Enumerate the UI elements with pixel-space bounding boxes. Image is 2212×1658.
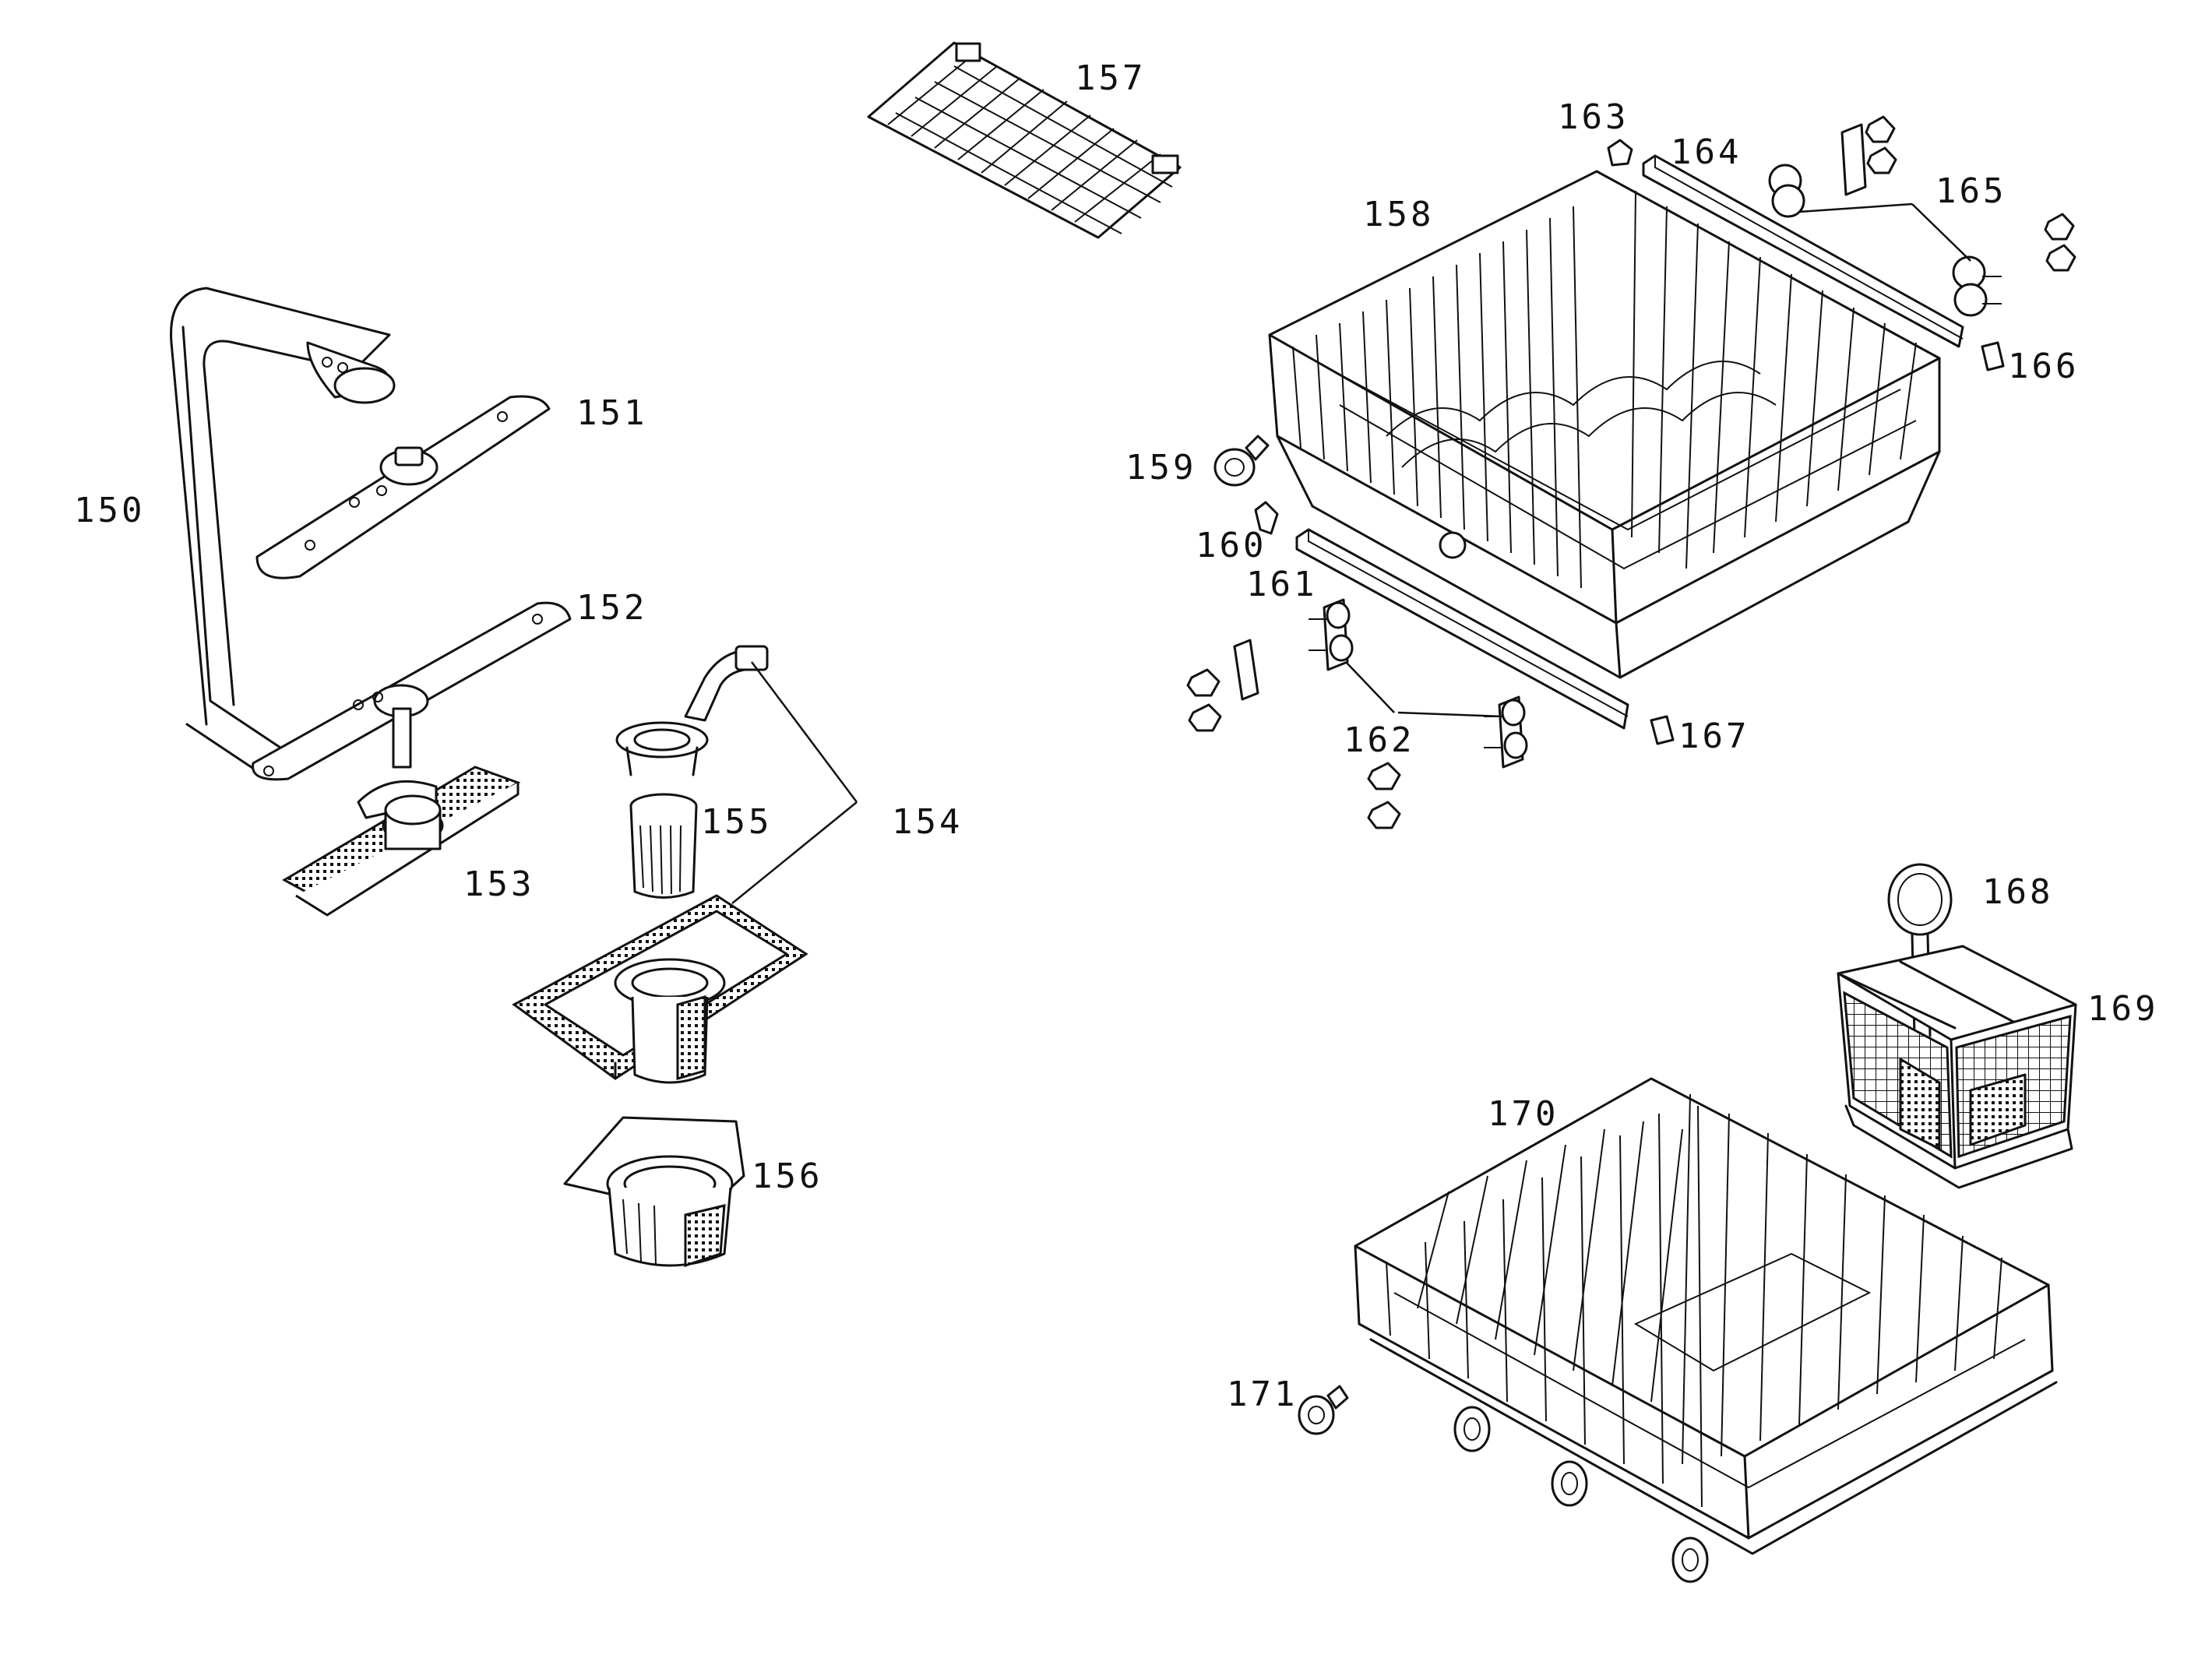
- leader-162-b: [1397, 711, 1504, 718]
- label-150: 150: [74, 491, 145, 530]
- label-163: 163: [1558, 97, 1629, 137]
- part-161-rail: [1295, 528, 1629, 730]
- label-152: 152: [576, 588, 647, 628]
- label-170: 170: [1488, 1094, 1559, 1134]
- label-162: 162: [1344, 720, 1414, 760]
- label-153: 153: [463, 864, 534, 904]
- part-159-rack-wheel: [1213, 435, 1270, 487]
- part-158-upper-rack: [1268, 170, 1941, 679]
- label-154: 154: [892, 802, 963, 842]
- part-151-upper-spray-arm: [255, 395, 551, 579]
- part-152-lower-spray-arm: [252, 601, 572, 781]
- part-163-clip: [1607, 139, 1633, 167]
- part-160-clip: [1254, 501, 1279, 535]
- part-157-cup-shelf: [867, 41, 1182, 239]
- label-156: 156: [752, 1156, 822, 1196]
- label-168: 168: [1982, 872, 2053, 912]
- leader-162-a: [1345, 661, 1395, 713]
- part-162-roller-brackets: [1186, 598, 1528, 829]
- label-151: 151: [576, 393, 647, 433]
- part-167-end-cap: [1650, 715, 1675, 745]
- part-169-cutlery-basket: [1837, 945, 2077, 1189]
- part-164-upper-rail: [1642, 154, 1964, 348]
- leader-154-a: [751, 661, 858, 803]
- label-165: 165: [1936, 171, 2006, 211]
- label-166: 166: [2008, 347, 2079, 386]
- label-157: 157: [1075, 58, 1146, 98]
- leader-165-b: [1911, 203, 1971, 262]
- part-166-end-cap: [1981, 341, 2005, 371]
- part-165-roller-brackets: [1768, 115, 2076, 317]
- part-153-spray-hub: [281, 766, 521, 917]
- label-167: 167: [1678, 716, 1749, 756]
- leader-154-b: [731, 801, 858, 904]
- part-171-rack-wheel: [1298, 1385, 1349, 1435]
- label-161: 161: [1246, 565, 1317, 604]
- label-159: 159: [1125, 448, 1196, 488]
- label-155: 155: [701, 802, 772, 842]
- part-156-coarse-filter: [563, 1116, 745, 1268]
- leader-165-a: [1798, 202, 1913, 213]
- label-164: 164: [1671, 132, 1742, 172]
- label-169: 169: [2087, 989, 2158, 1029]
- part-155-micro-filter: [629, 793, 698, 899]
- part-154-filter-assembly: [512, 645, 808, 1084]
- label-160: 160: [1196, 526, 1266, 565]
- part-170-lower-rack: [1354, 1077, 2058, 1583]
- part-150-supply-pipe: [170, 287, 396, 773]
- label-158: 158: [1363, 195, 1434, 234]
- label-171: 171: [1227, 1375, 1298, 1414]
